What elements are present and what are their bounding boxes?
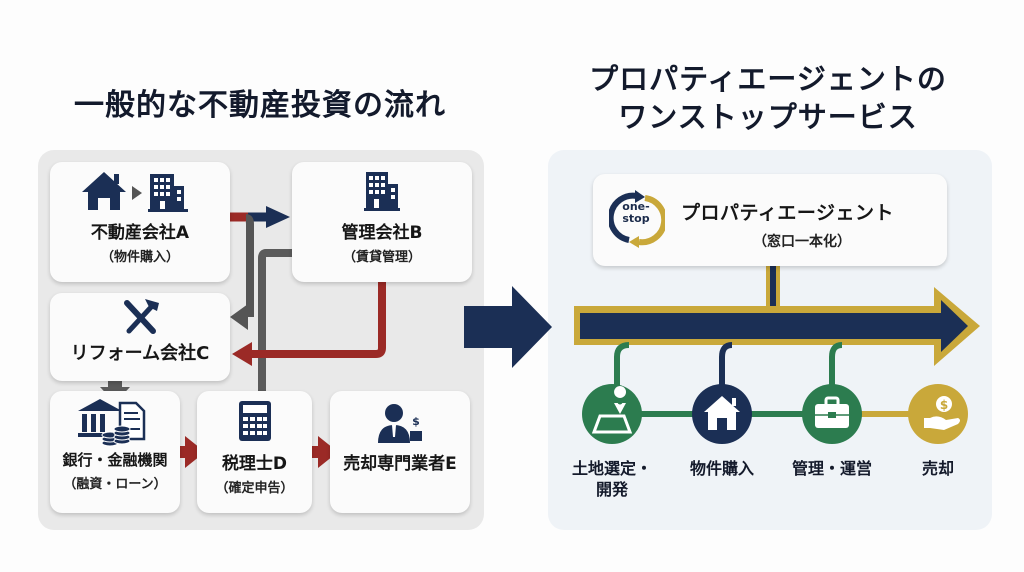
businessman-money-icon: $ xyxy=(378,404,422,443)
card-d-name: 税理士D xyxy=(221,454,288,474)
card-e-name: 売却専門業者E xyxy=(343,454,457,474)
coins-icon xyxy=(101,425,131,447)
badge-line2: stop xyxy=(622,212,650,225)
right-title-line1: プロパティエージェントの xyxy=(589,62,947,96)
step-label-4: 売却 xyxy=(921,459,954,478)
card-d-sub: （確定申告） xyxy=(215,481,294,496)
card-b-name: 管理会社B xyxy=(341,223,423,243)
bank-icon xyxy=(78,399,122,437)
bank-documents-icon xyxy=(78,399,146,447)
card-renovation-company-c: リフォーム会社C xyxy=(50,293,230,381)
card-management-company-b: 管理会社B （賃貸管理） xyxy=(292,162,472,282)
house-icon xyxy=(82,172,126,210)
step-label-3: 管理・運営 xyxy=(791,459,872,478)
step-label-2: 物件購入 xyxy=(689,459,754,478)
one-stop-badge-text: one- stop xyxy=(616,201,656,225)
step-1-line2: 開発 xyxy=(595,480,628,499)
right-title: プロパティエージェントの ワンストップサービス xyxy=(548,60,988,136)
card-c-name: リフォーム会社C xyxy=(70,343,210,364)
card-real-estate-company-a: 不動産会社A （物件購入） xyxy=(50,162,230,282)
agent-name: プロパティエージェント xyxy=(681,202,894,224)
card-tax-accountant-d: 税理士D （確定申告） xyxy=(197,391,312,513)
property-agent-card: one- stop プロパティエージェント （窓口一本化） xyxy=(593,174,947,266)
card-a-name: 不動産会社A xyxy=(90,223,190,243)
house-to-building-icon xyxy=(82,172,188,212)
card-sales-specialist-e: $ 売却専門業者E xyxy=(330,391,470,513)
small-arrow-icon xyxy=(132,186,142,200)
one-stop-cycle-icon xyxy=(609,190,665,248)
left-title: 一般的な不動産投資の流れ xyxy=(74,88,446,123)
card-a-sub: （物件購入） xyxy=(100,250,179,265)
step-1-line1: 土地選定・ xyxy=(571,459,652,478)
step-label-1: 土地選定・ 開発 xyxy=(562,458,662,500)
card-bank-name: 銀行・金融機関 xyxy=(62,451,168,469)
card-bank-sub: （融資・ローン） xyxy=(63,477,167,492)
office-building-icon xyxy=(364,172,400,211)
badge-line1: one- xyxy=(622,200,650,213)
svg-text:$: $ xyxy=(412,415,420,428)
tools-icon xyxy=(124,299,159,334)
agent-sub: （窓口一本化） xyxy=(753,234,851,250)
card-bank: 銀行・金融機関 （融資・ローン） xyxy=(50,391,180,513)
right-title-line2: ワンストップサービス xyxy=(618,100,918,134)
calculator-icon xyxy=(238,401,271,441)
card-b-sub: （賃貸管理） xyxy=(342,250,421,265)
